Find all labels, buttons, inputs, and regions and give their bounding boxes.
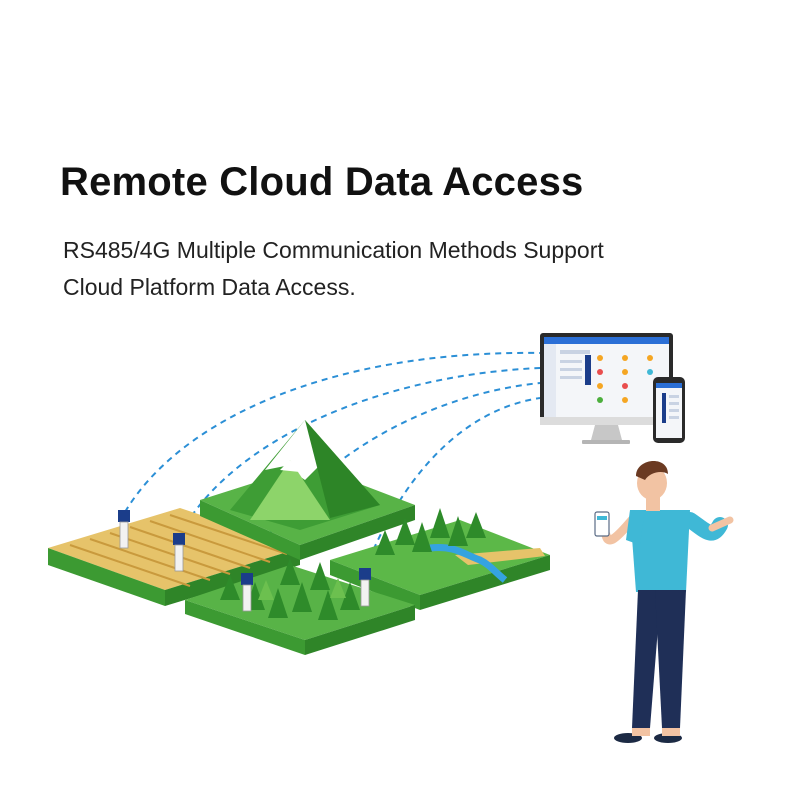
monitor-dashboard-widgets <box>585 355 653 403</box>
soil-sensors <box>118 510 371 612</box>
subtitle-line-2: Cloud Platform Data Access. <box>63 274 356 300</box>
sensor-2 <box>173 533 185 572</box>
person-with-phone <box>594 461 734 743</box>
link-sensor-4 <box>364 397 541 571</box>
page-title: Remote Cloud Data Access <box>60 160 584 204</box>
sensor-1 <box>118 510 130 549</box>
link-sensor-1 <box>124 351 541 513</box>
land-tiles <box>48 420 550 655</box>
handheld-phone <box>594 511 610 537</box>
page-subtitle: RS485/4G Multiple Communication Methods … <box>63 232 604 306</box>
mountain-tile <box>200 420 415 560</box>
forest-tile <box>330 508 550 610</box>
subtitle-line-1: RS485/4G Multiple Communication Methods … <box>63 237 604 263</box>
sensor-4 <box>359 568 371 607</box>
sensor-3 <box>241 573 253 612</box>
desktop-monitor <box>540 333 673 444</box>
smartphone <box>653 377 685 443</box>
